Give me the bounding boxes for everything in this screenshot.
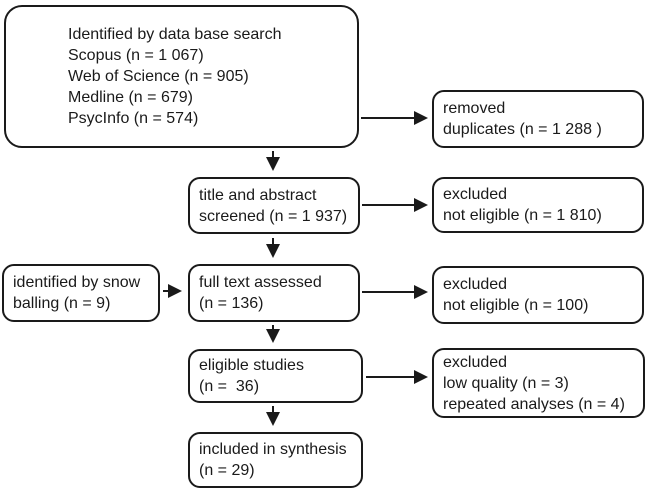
box-excluded-screening: excluded not eligible (n = 1 810): [432, 177, 644, 233]
box-included-synthesis: included in synthesis (n = 29): [188, 432, 363, 488]
box-excluded-quality: excluded low quality (n = 3) repeated an…: [432, 348, 645, 418]
box-excluded-screening-line2: not eligible (n = 1 810): [443, 207, 602, 224]
box-removed-duplicates: removed duplicates (n = 1 288 ): [432, 90, 644, 148]
box-eligible-studies: eligible studies (n = 36): [188, 349, 363, 403]
box-title-abstract-line1: title and abstract: [199, 186, 317, 204]
box-database-search-medline: Medline (n = 679): [68, 89, 193, 106]
box-full-text-assessed: full text assessed (n = 136): [188, 264, 360, 322]
box-full-text-line1: full text assessed: [199, 274, 322, 291]
box-excluded-fulltext-line1: excluded: [443, 276, 508, 293]
box-snowballing-line1: identified by snow: [13, 274, 141, 291]
box-excluded-quality-line2: low quality (n = 3): [443, 374, 569, 392]
box-database-search-title: Identified by data base search: [68, 26, 282, 43]
box-excluded-fulltext-line2: not eligible (n = 100): [443, 297, 589, 314]
box-title-abstract-screened: title and abstract screened (n = 1 937): [188, 177, 360, 234]
box-removed-duplicates-line2: duplicates (n = 1 288 ): [443, 121, 602, 138]
box-included-line1: included in synthesis: [199, 441, 347, 458]
box-database-search-scopus: Scopus (n = 1 067): [68, 47, 204, 64]
box-database-search-wos: Web of Science (n = 905): [68, 68, 249, 85]
box-eligible-line2: (n = 36): [199, 378, 260, 395]
box-full-text-line2: (n = 136): [199, 295, 264, 312]
box-included-line2: (n = 29): [199, 462, 255, 479]
box-database-search: Identified by data base search Scopus (n…: [4, 5, 359, 148]
box-excluded-fulltext: excluded not eligible (n = 100): [432, 266, 644, 324]
box-database-search-psycinfo: PsycInfo (n = 574): [68, 110, 199, 127]
box-excluded-quality-line1: excluded: [443, 353, 508, 371]
box-removed-duplicates-line1: removed: [443, 100, 506, 117]
box-snowballing: identified by snow balling (n = 9): [2, 264, 160, 322]
box-snowballing-line2: balling (n = 9): [13, 295, 111, 312]
box-title-abstract-line2: screened (n = 1 937): [199, 207, 348, 225]
box-excluded-quality-line3: repeated analyses (n = 4): [443, 395, 625, 413]
box-excluded-screening-line1: excluded: [443, 186, 508, 203]
box-eligible-line1: eligible studies: [199, 357, 304, 374]
